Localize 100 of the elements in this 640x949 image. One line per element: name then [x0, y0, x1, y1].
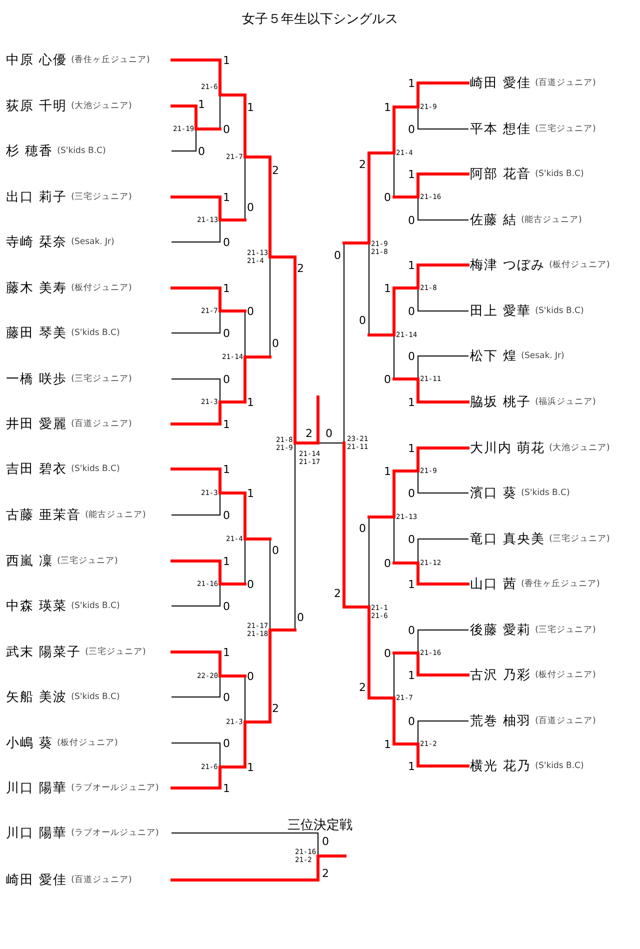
game-count: 1: [223, 54, 230, 66]
club-name: (Sesak. Jr): [521, 351, 564, 361]
game-count: 0: [408, 716, 415, 726]
club-name: (三宅ジュニア): [549, 533, 610, 545]
game-count: 0: [384, 648, 391, 658]
game-count: 1: [223, 418, 230, 430]
club-name: (S'kids B.C): [71, 464, 120, 474]
player-name: 平本 想佳: [470, 121, 532, 138]
club-name: (S'kids B.C): [521, 488, 570, 498]
player-name: 藤木 美寿: [6, 280, 68, 297]
game-count: 2: [334, 588, 341, 598]
club-name: (板付ジュニア): [57, 737, 118, 749]
club-name: (S'kids B.C): [57, 146, 106, 156]
club-name: (S'kids B.C): [535, 169, 584, 179]
game-count: 2: [359, 158, 366, 170]
player-name: 脇坂 桃子: [470, 394, 532, 411]
club-name: (S'kids B.C): [71, 692, 120, 702]
game-count: 0: [223, 374, 230, 384]
player-name: 一橋 咲歩: [6, 371, 68, 388]
game-count: 2: [322, 868, 329, 878]
club-name: (三宅ジュニア): [535, 123, 596, 135]
player-name: 佐藤 結: [470, 212, 518, 229]
player-name: 横光 花乃: [470, 758, 532, 775]
club-name: (百道ジュニア): [71, 874, 132, 886]
club-name: (能古ジュニア): [521, 214, 582, 226]
player-name: 川口 陽華: [6, 825, 68, 842]
game-count: 0: [322, 836, 329, 846]
game-count: 0: [297, 612, 304, 622]
player-name: 崎田 愛佳: [6, 872, 68, 889]
player-name: 古藤 亜茉音: [6, 507, 82, 524]
game-count: 1: [223, 282, 230, 294]
game-count: 1: [247, 762, 254, 772]
game-count: 0: [384, 558, 391, 568]
game-count: 1: [408, 396, 415, 408]
game-count: 1: [384, 282, 391, 294]
player-name: 小嶋 葵: [6, 735, 54, 752]
game-count: 1: [247, 396, 254, 408]
game-count: 0: [384, 374, 391, 384]
game-count: 1: [247, 102, 254, 112]
club-name: (大池ジュニア): [549, 442, 610, 454]
game-count: 0: [223, 600, 230, 612]
player-name: 藤田 琴美: [6, 325, 68, 342]
club-name: (三宅ジュニア): [71, 373, 132, 385]
player-name: 荻原 千明: [6, 98, 68, 115]
game-count: 0: [408, 306, 415, 316]
club-name: (S'kids B.C): [535, 306, 584, 316]
game-count: 1: [408, 78, 415, 88]
club-name: (Sesak. Jr): [71, 237, 114, 247]
game-count: 2: [359, 682, 366, 692]
game-count: 0: [247, 578, 254, 590]
game-count: 0: [247, 670, 254, 682]
club-name: (S'kids B.C): [71, 328, 120, 338]
game-count: 0: [384, 192, 391, 202]
player-name: 後藤 愛莉: [470, 622, 532, 639]
player-name: 崎田 愛佳: [470, 75, 532, 92]
game-count: 1: [223, 464, 230, 474]
player-name: 古沢 乃彩: [470, 667, 532, 684]
game-count: 2: [272, 164, 279, 176]
game-count: 0: [408, 350, 415, 362]
game-count: 0: [408, 124, 415, 134]
club-name: (板付ジュニア): [535, 669, 596, 681]
player-name: 西嵐 凜: [6, 553, 54, 570]
player-name: 杉 穂香: [6, 143, 54, 160]
game-count: 0: [272, 544, 279, 556]
club-name: (三宅ジュニア): [535, 624, 596, 636]
player-name: 出口 莉子: [6, 189, 68, 206]
game-count: 0: [359, 522, 366, 534]
player-name: 大川内 萌花: [470, 440, 546, 457]
club-name: (福浜ジュニア): [535, 396, 596, 408]
game-count: 1: [223, 192, 230, 202]
game-count: 0: [326, 428, 332, 438]
game-count: 1: [408, 578, 415, 590]
game-count: 1: [408, 442, 415, 454]
game-count: 1: [408, 260, 415, 270]
club-name: (三宅ジュニア): [85, 646, 146, 658]
game-count: 0: [408, 624, 415, 636]
player-name: 梅津 つぼみ: [470, 257, 546, 274]
game-count: 1: [247, 488, 254, 498]
club-name: (百道ジュニア): [535, 77, 596, 89]
player-name: 武末 陽菜子: [6, 644, 82, 661]
game-count: 1: [408, 168, 415, 180]
club-name: (三宅ジュニア): [57, 555, 118, 567]
club-name: (香住ヶ丘ジュニア): [521, 578, 600, 590]
player-name: 荒巻 柚羽: [470, 713, 532, 730]
club-name: (香住ヶ丘ジュニア): [71, 54, 150, 66]
game-count: 2: [306, 428, 312, 438]
player-name: 中原 心優: [6, 52, 68, 69]
game-count: 0: [272, 338, 279, 348]
player-name: 矢船 美波: [6, 689, 68, 706]
game-count: 0: [223, 510, 230, 520]
game-count: 1: [384, 466, 391, 476]
club-name: (S'kids B.C): [535, 761, 584, 771]
club-name: (能古ジュニア): [85, 509, 146, 521]
game-count: 1: [223, 782, 230, 794]
game-count: 0: [334, 250, 341, 260]
club-name: (百道ジュニア): [535, 715, 596, 727]
bracket-title: 女子５年生以下シングルス: [242, 11, 398, 28]
game-count: 0: [408, 534, 415, 544]
game-count: 1: [198, 98, 205, 110]
game-count: 0: [198, 146, 205, 156]
